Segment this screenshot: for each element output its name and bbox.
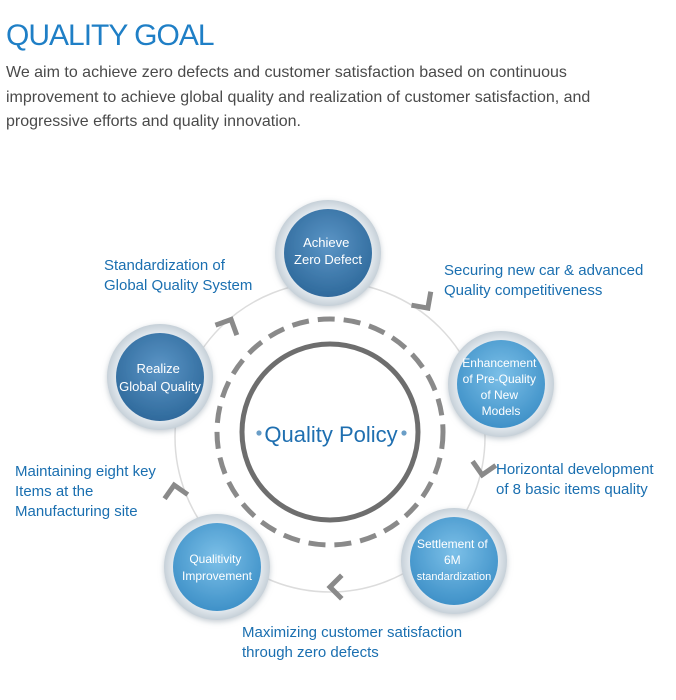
bullet-dot-left	[256, 430, 262, 436]
intro-line: improvement to achieve global quality an…	[6, 88, 591, 106]
center-label-group: Quality Policy	[256, 422, 407, 447]
arrow-icon	[162, 481, 190, 501]
label-horizontal: Horizontal development of 8 basic items …	[496, 460, 654, 500]
node-label-line: Realize	[137, 361, 180, 376]
arrow-icon	[214, 316, 240, 336]
node-label-line: Zero Defect	[294, 252, 362, 267]
node-label-line: of New	[481, 388, 519, 402]
label-line: of 8 basic items quality	[496, 481, 648, 498]
node-label-line: of Pre-Quality	[463, 372, 536, 386]
bullet-dot-right	[401, 430, 407, 436]
node-qualitivity-improvement	[164, 514, 270, 620]
label-securing: Securing new car & advanced Quality comp…	[444, 261, 643, 301]
inner-ring	[239, 341, 421, 523]
center-label: Quality Policy	[264, 422, 397, 447]
node-label-line: Settlement of	[417, 537, 488, 551]
node-label-line: Qualitivity	[189, 552, 241, 566]
label-line: Horizontal development	[496, 461, 654, 478]
label-line: Global Quality System	[104, 277, 253, 294]
label-line: Quality competitiveness	[444, 282, 603, 299]
node-settlement-6m	[401, 508, 507, 614]
label-line: through zero defects	[242, 644, 379, 661]
arrow-icon	[411, 291, 434, 311]
intro-paragraph: We aim to achieve zero defects and custo…	[6, 61, 646, 135]
label-line: Manufacturing site	[15, 503, 138, 520]
node-enhancement-pre-quality	[448, 331, 554, 437]
label-line: Items at the	[15, 483, 94, 500]
cycle-arrows	[162, 291, 498, 601]
node-label-line: Enhancement	[462, 356, 537, 370]
node-label-line: Global Quality	[119, 379, 201, 394]
arrow-icon	[326, 573, 344, 601]
intro-line: progressive efforts and quality innovati…	[6, 113, 301, 130]
node-label: Enhancement of Pre-Quality of New Models	[462, 356, 539, 418]
node-label: Realize Global Quality	[119, 361, 201, 394]
label-maintaining: Maintaining eight key Items at the Manuf…	[15, 462, 156, 522]
label-line: Standardization of	[104, 257, 225, 274]
node-label: Achieve Zero Defect	[294, 235, 362, 267]
arrow-icon	[470, 459, 498, 479]
node-label-line: Improvement	[182, 569, 253, 583]
node-realize-global-quality	[107, 324, 213, 430]
label-line: Maximizing customer satisfaction	[242, 624, 463, 641]
node-label: Settlement of 6M standardization	[417, 537, 492, 583]
label-line: Securing new car & advanced	[444, 262, 644, 279]
label-maximizing: Maximizing customer satisfaction through…	[242, 623, 462, 663]
label-line: Maintaining eight key	[15, 463, 156, 480]
label-standardization: Standardization of Global Quality System	[104, 256, 252, 296]
node-label-line: standardization	[417, 571, 492, 583]
dashed-ring	[214, 316, 446, 548]
node-label-line: Achieve	[303, 235, 349, 250]
node-label-line: 6M	[444, 553, 461, 567]
node-label: Qualitivity Improvement	[182, 552, 253, 583]
node-label-line: Models	[482, 404, 521, 418]
node-achieve-zero-defect	[275, 200, 381, 306]
intro-line: We aim to achieve zero defects and custo…	[6, 64, 567, 81]
page-title: QUALITY GOAL	[6, 19, 215, 52]
